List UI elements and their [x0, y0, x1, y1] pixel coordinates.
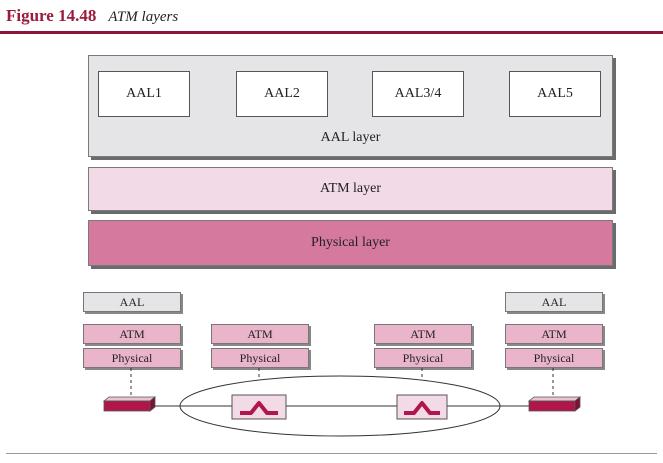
endpoint-left-aal: AAL [83, 292, 181, 312]
physical-layer: Physical layer [88, 220, 613, 266]
atm-layer-label: ATM layer [319, 181, 382, 196]
header-rule [0, 31, 663, 34]
endpoint-left-physical: Physical [83, 348, 181, 368]
figure-header: Figure 14.48 ATM layers [6, 6, 178, 30]
atm-switch-left-icon [231, 394, 287, 420]
aal5-box: AAL5 [509, 71, 601, 117]
figure-title: ATM layers [108, 9, 179, 25]
atm-layer: ATM layer [88, 167, 613, 211]
endpoint-right-atm: ATM [505, 324, 603, 344]
aal1-box: AAL1 [98, 71, 190, 117]
atm-switch-right-icon [396, 394, 448, 420]
switch-right-physical: Physical [374, 348, 472, 368]
endpoint-left-atm: ATM [83, 324, 181, 344]
endpoint-right-aal: AAL [505, 292, 603, 312]
switch-left-atm: ATM [211, 324, 309, 344]
switch-right-atm: ATM [374, 324, 472, 344]
end-station-right-icon [527, 396, 582, 412]
endpoint-right-physical: Physical [505, 348, 603, 368]
aal34-box: AAL3/4 [372, 71, 464, 117]
physical-layer-label: Physical layer [311, 235, 390, 250]
aal2-box: AAL2 [236, 71, 328, 117]
footer-rule [6, 453, 657, 454]
aal-layer-label: AAL layer [320, 130, 381, 145]
end-station-left-icon [102, 396, 157, 412]
figure-number: Figure 14.48 [6, 6, 97, 25]
switch-left-physical: Physical [211, 348, 309, 368]
